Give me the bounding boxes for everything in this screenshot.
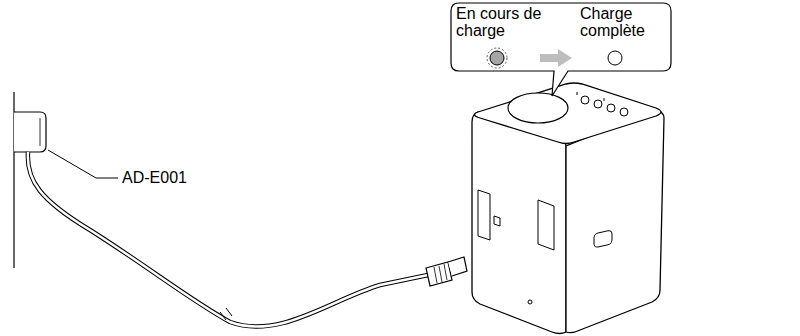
side-port	[478, 190, 490, 240]
status-label: En cours de charge	[456, 5, 552, 39]
side-latch	[538, 200, 554, 250]
plug-grip	[434, 264, 447, 283]
led	[620, 108, 628, 116]
plug-tip	[448, 257, 467, 276]
printer-top	[474, 83, 661, 144]
callout-bubble: En cours de charge Charge complète	[450, 2, 672, 72]
adapter-edge	[40, 118, 41, 146]
led	[607, 104, 615, 112]
status-label: Charge complète	[580, 5, 660, 39]
leader-line	[48, 150, 96, 178]
led	[581, 96, 589, 104]
led	[594, 100, 602, 108]
led-tick	[577, 92, 604, 101]
part-name: AD-E001	[120, 169, 189, 187]
cable-fill	[28, 152, 428, 327]
bubble-shape	[451, 3, 671, 96]
led-charging	[490, 51, 504, 65]
printer-left-face	[472, 112, 566, 334]
led-complete	[608, 51, 622, 65]
cable-break	[220, 308, 232, 320]
ac-adapter	[14, 112, 46, 152]
screw	[528, 300, 532, 304]
led-charging	[487, 48, 507, 68]
printer-right-face	[566, 110, 664, 333]
cable	[28, 152, 428, 327]
transition-arrow	[540, 49, 572, 67]
dc-jack	[494, 216, 500, 226]
plug-body	[426, 262, 452, 286]
front-window	[594, 230, 612, 248]
leader-line	[96, 178, 118, 179]
top-button	[508, 93, 568, 123]
